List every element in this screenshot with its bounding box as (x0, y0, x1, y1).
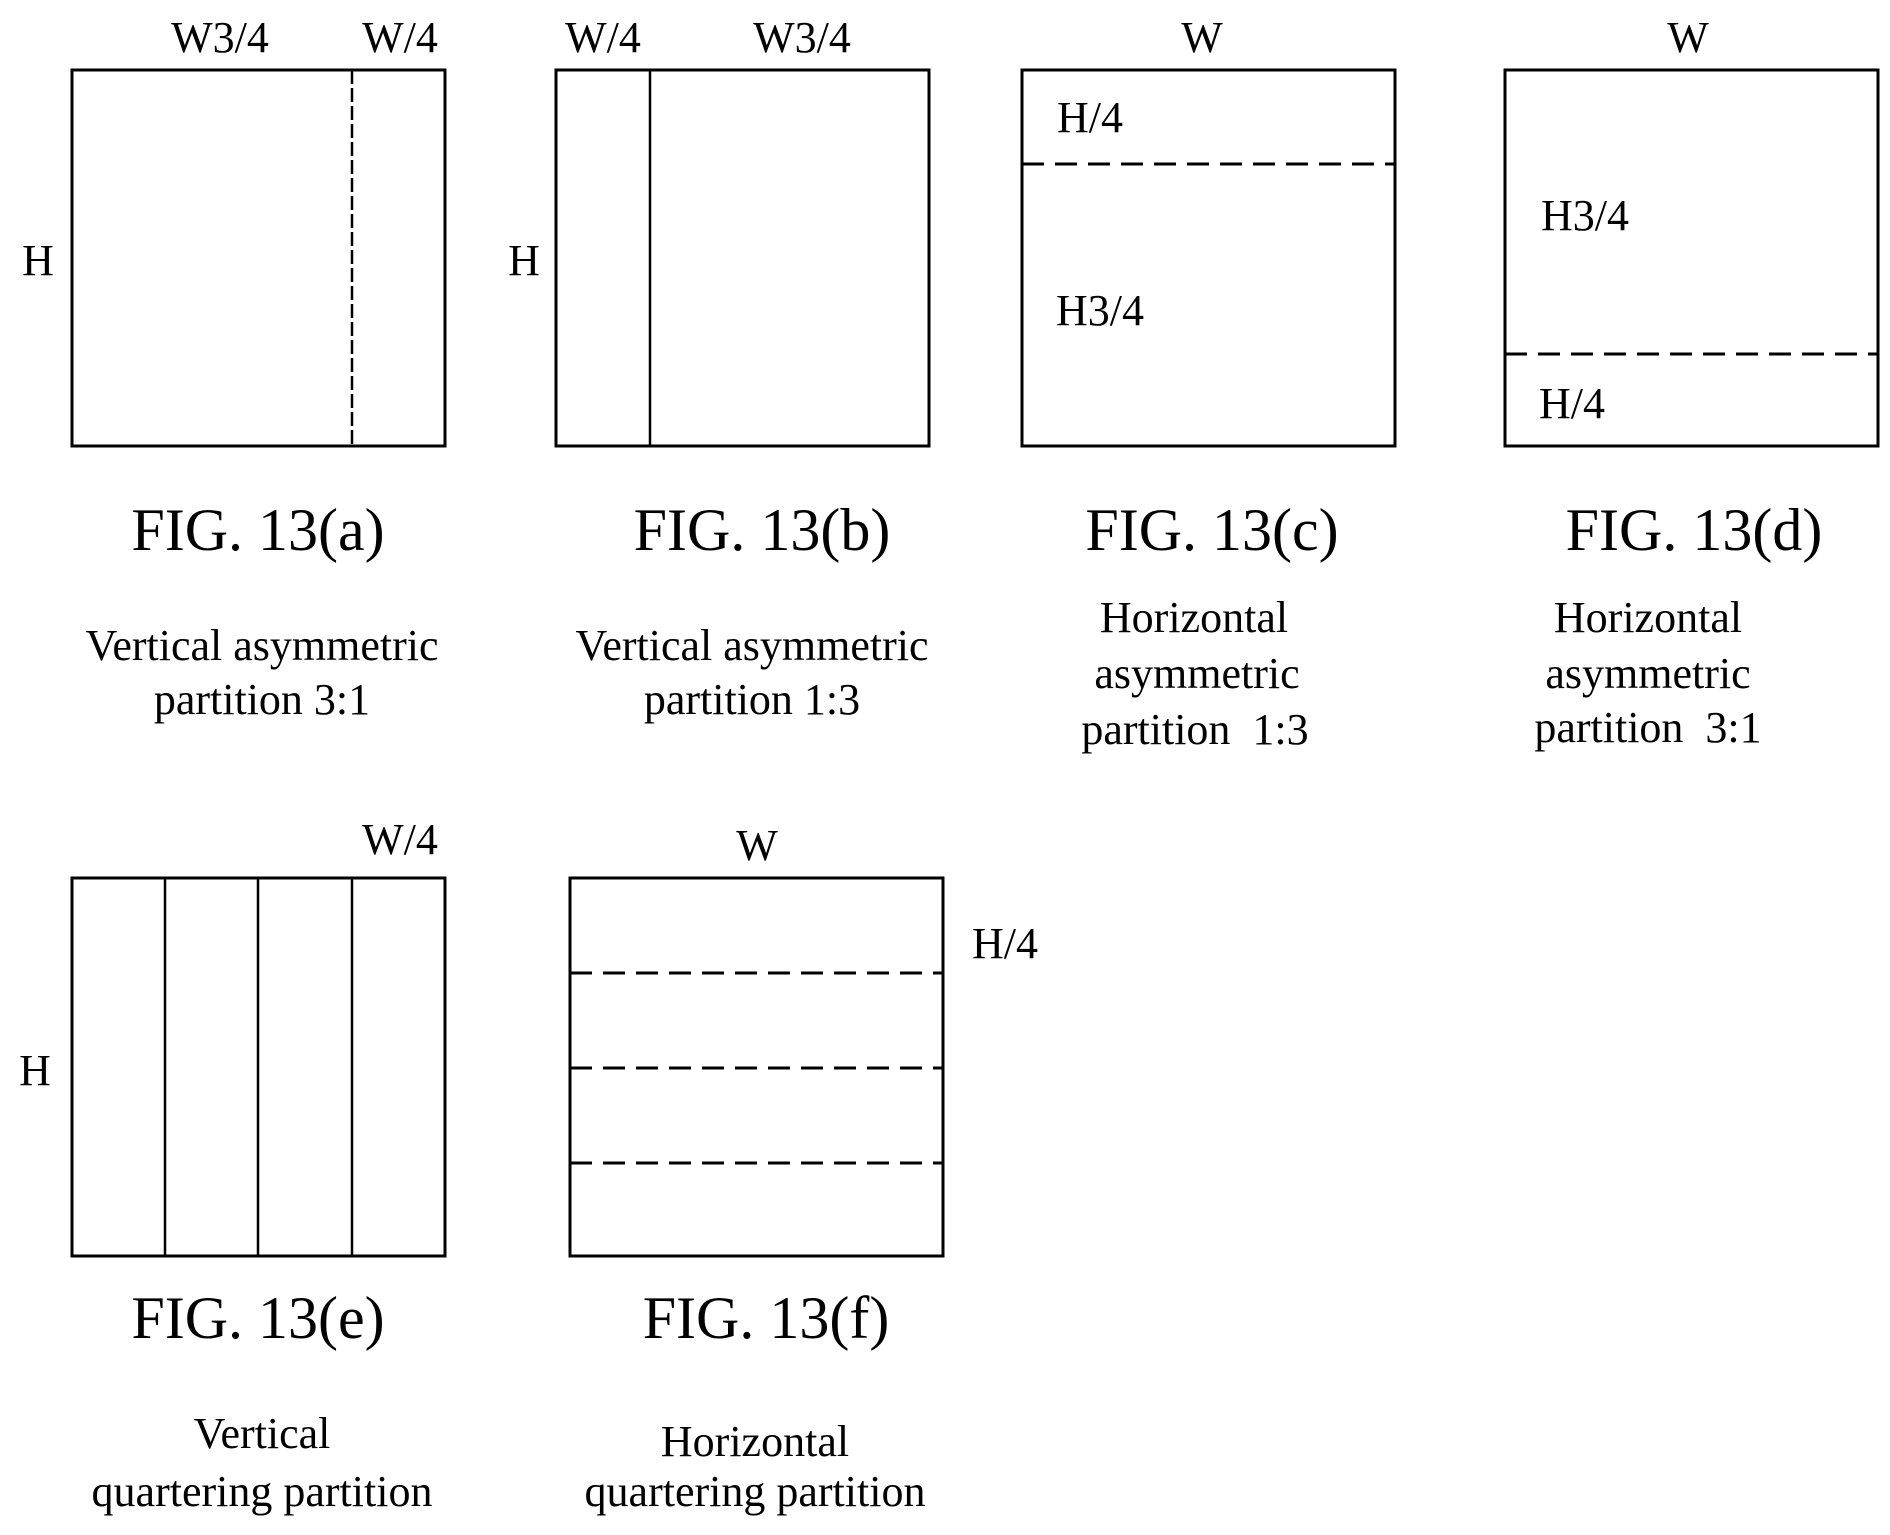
caption-13c-line1: Horizontal (1100, 593, 1288, 642)
fig-label-13a: FIG. 13(a) (131, 497, 384, 563)
caption-13a-line2: partition 3:1 (154, 675, 370, 724)
figure-13b: W/4 W3/4 H FIG. 13(b) Vertical asymmetri… (508, 13, 929, 724)
label-w-13d: W (1667, 13, 1709, 62)
label-w-13c: W (1181, 13, 1223, 62)
caption-13e-line1: Vertical (194, 1409, 331, 1458)
label-w-4-13b: W/4 (565, 13, 641, 62)
label-w-4-13a: W/4 (362, 13, 438, 62)
label-h3-4-13c: H3/4 (1056, 286, 1144, 335)
figure-13d: W H3/4 H/4 FIG. 13(d) Horizontal asymmet… (1505, 13, 1878, 752)
caption-13c-line2: asymmetric (1094, 649, 1299, 698)
label-w-13f: W (736, 821, 778, 870)
caption-13b-line2: partition 1:3 (644, 675, 860, 724)
label-h-13e: H (19, 1046, 51, 1095)
caption-13d-line2: asymmetric (1545, 649, 1750, 698)
block-13b (556, 70, 929, 446)
label-w-4-13e: W/4 (362, 815, 438, 864)
label-h-4-13f: H/4 (972, 919, 1038, 968)
fig-label-13f: FIG. 13(f) (643, 1285, 890, 1351)
caption-13e-line2: quartering partition (92, 1467, 433, 1516)
caption-13d-line3: partition 3:1 (1534, 703, 1761, 752)
caption-13c-line3: partition 1:3 (1081, 705, 1308, 754)
caption-13b-line1: Vertical asymmetric (575, 621, 928, 670)
label-h-4-13d: H/4 (1539, 379, 1605, 428)
label-h3-4-13d: H3/4 (1541, 191, 1629, 240)
caption-13a-line1: Vertical asymmetric (85, 621, 438, 670)
fig-label-13b: FIG. 13(b) (634, 497, 891, 563)
figure-13e: W/4 H FIG. 13(e) Vertical quartering par… (19, 815, 445, 1516)
label-w3-4-13a: W3/4 (171, 13, 269, 62)
label-w3-4-13b: W3/4 (753, 13, 851, 62)
caption-13f-line1: Horizontal (661, 1417, 849, 1466)
fig-label-13d: FIG. 13(d) (1566, 497, 1823, 563)
label-h-4-13c: H/4 (1057, 93, 1123, 142)
caption-13d-line1: Horizontal (1554, 593, 1742, 642)
fig-label-13e: FIG. 13(e) (131, 1285, 384, 1351)
fig-label-13c: FIG. 13(c) (1085, 497, 1338, 563)
figure-13c: W H/4 H3/4 FIG. 13(c) Horizontal asymmet… (1022, 13, 1395, 754)
label-h-13a: H (22, 236, 54, 285)
label-h-13b: H (508, 236, 540, 285)
block-13a (72, 70, 445, 446)
figure-13f: W H/4 FIG. 13(f) Horizontal quartering p… (570, 821, 1038, 1516)
caption-13f-line2: quartering partition (585, 1467, 926, 1516)
figure-13a: W3/4 W/4 H FIG. 13(a) Vertical asymmetri… (22, 13, 445, 724)
